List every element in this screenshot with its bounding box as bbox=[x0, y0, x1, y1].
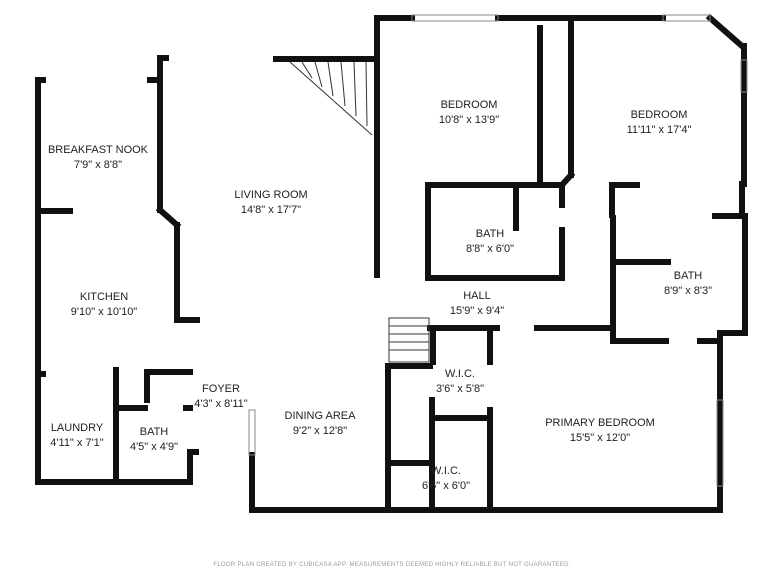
room-name: DINING AREA bbox=[285, 410, 357, 422]
room-wic-1: W.I.C. 3'6" x 5'8" bbox=[436, 368, 484, 395]
room-size: 8'9" x 8'3" bbox=[664, 285, 712, 297]
room-size: 4'3" x 8'11" bbox=[194, 398, 247, 410]
room-size: 4'5" x 4'9" bbox=[130, 441, 178, 453]
room-primary-bedroom: PRIMARY BEDROOM 15'5" x 12'0" bbox=[545, 417, 655, 444]
room-size: 8'8" x 6'0" bbox=[466, 243, 514, 255]
room-hall: HALL 15'9" x 9'4" bbox=[450, 290, 504, 317]
room-bath-1: BATH 8'8" x 6'0" bbox=[466, 228, 514, 255]
walls bbox=[35, 13, 748, 513]
room-name: W.I.C. bbox=[445, 368, 475, 380]
room-size: 9'10" x 10'10" bbox=[71, 306, 138, 318]
room-laundry: LAUNDRY 4'11" x 7'1" bbox=[50, 422, 104, 449]
room-name: BEDROOM bbox=[441, 99, 498, 111]
room-bath-3: BATH 4'5" x 4'9" bbox=[130, 426, 178, 453]
room-name: LAUNDRY bbox=[51, 422, 104, 434]
room-name: W.I.C. bbox=[431, 465, 461, 477]
room-wic-2: W.I.C. 6'6" x 6'0" bbox=[422, 465, 470, 492]
room-size: 4'11" x 7'1" bbox=[50, 437, 103, 449]
room-name: HALL bbox=[463, 290, 491, 302]
windows bbox=[248, 14, 748, 487]
room-size: 15'9" x 9'4" bbox=[450, 305, 504, 317]
room-name: BATH bbox=[674, 270, 703, 282]
stairs-upper bbox=[289, 61, 373, 136]
room-bedroom-1: BEDROOM 10'8" x 13'9" bbox=[439, 99, 499, 126]
room-foyer: FOYER 4'3" x 8'11" bbox=[194, 383, 247, 410]
room-breakfast-nook: BREAKFAST NOOK 7'9" x 8'8" bbox=[48, 144, 149, 171]
footer-disclaimer: FLOOR PLAN CREATED BY CUBICASA APP. MEAS… bbox=[213, 562, 571, 568]
room-name: KITCHEN bbox=[80, 291, 128, 303]
room-kitchen: KITCHEN 9'10" x 10'10" bbox=[71, 291, 138, 318]
stairs-lower bbox=[388, 317, 430, 363]
room-size: 3'6" x 5'8" bbox=[436, 383, 484, 395]
room-living-room: LIVING ROOM 14'8" x 17'7" bbox=[234, 189, 307, 216]
room-size: 7'9" x 8'8" bbox=[74, 159, 122, 171]
room-bath-2: BATH 8'9" x 8'3" bbox=[664, 270, 712, 297]
room-dining-area: DINING AREA 9'2" x 12'8" bbox=[285, 410, 357, 437]
room-name: BREAKFAST NOOK bbox=[48, 144, 149, 156]
room-name: PRIMARY BEDROOM bbox=[545, 417, 655, 429]
room-name: LIVING ROOM bbox=[234, 189, 307, 201]
room-size: 11'11" x 17'4" bbox=[627, 124, 692, 136]
room-size: 10'8" x 13'9" bbox=[439, 114, 499, 126]
room-size: 14'8" x 17'7" bbox=[241, 204, 301, 216]
room-name: FOYER bbox=[202, 383, 240, 395]
room-bedroom-2: BEDROOM 11'11" x 17'4" bbox=[627, 109, 692, 136]
room-size: 15'5" x 12'0" bbox=[570, 432, 630, 444]
room-name: BATH bbox=[476, 228, 505, 240]
room-size: 9'2" x 12'8" bbox=[293, 425, 347, 437]
room-size: 6'6" x 6'0" bbox=[422, 480, 470, 492]
room-name: BEDROOM bbox=[631, 109, 688, 121]
room-name: BATH bbox=[140, 426, 169, 438]
